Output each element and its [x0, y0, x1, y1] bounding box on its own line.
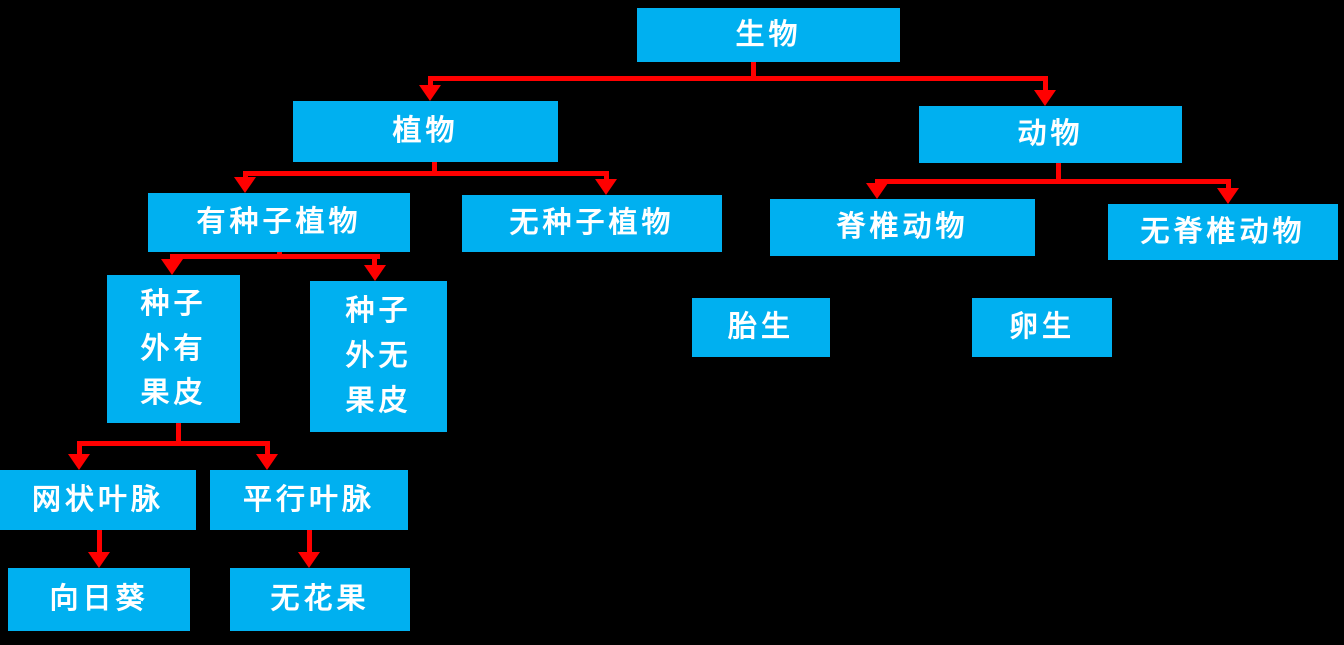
node-seed-plant: 有种子植物 — [148, 193, 410, 252]
connector-line — [1043, 76, 1048, 92]
node-animal: 动物 — [919, 106, 1182, 163]
node-plant: 植物 — [293, 101, 558, 162]
node-sunflower: 向日葵 — [8, 568, 190, 631]
connector-line — [265, 441, 270, 455]
node-line: 种子 — [140, 287, 207, 320]
connector-line — [307, 530, 312, 554]
node-line: 外无 — [345, 340, 412, 373]
node-line: 果皮 — [140, 377, 207, 410]
node-vertebrate: 脊椎动物 — [770, 199, 1035, 256]
connector-line — [170, 254, 380, 259]
connector-line — [875, 179, 880, 185]
arrowhead-icon — [256, 454, 278, 470]
arrowhead-icon — [866, 183, 888, 199]
node-line: 果皮 — [345, 384, 412, 417]
connector-line — [372, 254, 377, 267]
connector-line — [176, 423, 181, 446]
arrowhead-icon — [419, 85, 441, 101]
arrowhead-icon — [234, 177, 256, 193]
connector-line — [1056, 163, 1061, 184]
node-seed-without-pericarp: 种子 外无 果皮 — [310, 281, 447, 432]
node-fig: 无花果 — [230, 568, 410, 631]
node-organism: 生物 — [637, 8, 900, 62]
arrowhead-icon — [88, 552, 110, 568]
arrowhead-icon — [298, 552, 320, 568]
arrowhead-icon — [161, 259, 183, 275]
connector-line — [428, 76, 433, 87]
node-oviparous: 卵生 — [972, 298, 1112, 357]
node-seed-with-pericarp: 种子 外有 果皮 — [107, 275, 240, 423]
node-seedless-plant: 无种子植物 — [462, 195, 722, 252]
connector-line — [243, 171, 609, 176]
arrowhead-icon — [1034, 90, 1056, 106]
connector-line — [432, 162, 437, 176]
connector-line — [1226, 179, 1231, 190]
arrowhead-icon — [68, 454, 90, 470]
connector-line — [97, 530, 102, 554]
connector-line — [604, 171, 609, 181]
connector-line — [875, 179, 1231, 184]
arrowhead-icon — [595, 179, 617, 195]
node-line: 外有 — [140, 332, 207, 365]
arrowhead-icon — [364, 265, 386, 281]
connector-line — [170, 254, 175, 261]
node-parallel-venation: 平行叶脉 — [210, 470, 408, 530]
node-line: 种子 — [345, 295, 412, 328]
node-reticulate-venation: 网状叶脉 — [0, 470, 196, 530]
node-invertebrate: 无脊椎动物 — [1108, 204, 1338, 260]
arrowhead-icon — [1217, 188, 1239, 204]
connector-line — [77, 441, 270, 446]
connector-line — [428, 76, 1048, 81]
connector-line — [243, 171, 248, 179]
connector-line — [751, 62, 756, 81]
connector-line — [77, 441, 82, 455]
node-viviparous: 胎生 — [692, 298, 830, 357]
